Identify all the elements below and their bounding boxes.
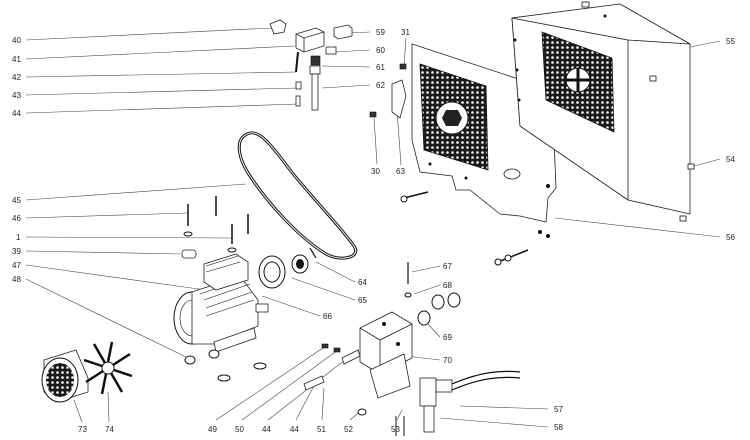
callout-63: 63 — [396, 167, 405, 176]
callout-40: 40 — [12, 36, 21, 45]
mounting-bracket — [359, 262, 461, 399]
callout-60: 60 — [376, 46, 385, 55]
fan-leaders — [73, 391, 110, 423]
pulley — [258, 247, 317, 289]
callout-53: 53 — [391, 425, 400, 434]
belt — [237, 131, 358, 260]
motor-fan — [41, 341, 133, 403]
callout-68: 68 — [443, 281, 452, 290]
callout-30: 30 — [371, 167, 380, 176]
air-fittings — [184, 343, 367, 416]
callout-labels: 40 41 42 43 44 59 60 61 62 31 30 63 55 5… — [12, 28, 735, 434]
callout-49: 49 — [208, 425, 217, 434]
callout-62: 62 — [376, 81, 385, 90]
callout-73: 73 — [78, 425, 87, 434]
electric-motor — [173, 253, 269, 353]
mounting-bolts — [181, 196, 249, 259]
callout-61: 61 — [376, 63, 385, 72]
callout-57: 57 — [554, 405, 563, 414]
callout-58: 58 — [554, 423, 563, 432]
callout-50: 50 — [235, 425, 244, 434]
callout-1: 1 — [16, 233, 21, 242]
callout-74: 74 — [105, 425, 114, 434]
callout-44-lower: 44 — [262, 425, 271, 434]
callout-48: 48 — [12, 275, 21, 284]
callout-39: 39 — [12, 247, 21, 256]
callout-44-lower-b: 44 — [290, 425, 299, 434]
callout-41: 41 — [12, 55, 21, 64]
callout-59: 59 — [376, 28, 385, 37]
callout-55: 55 — [726, 37, 735, 46]
pressure-switch-assembly — [269, 19, 353, 111]
callout-64: 64 — [358, 278, 367, 287]
callout-45: 45 — [12, 196, 21, 205]
callout-56: 56 — [726, 233, 735, 242]
filter-regulator — [395, 370, 521, 436]
callout-42: 42 — [12, 73, 21, 82]
callout-65: 65 — [358, 296, 367, 305]
callout-54: 54 — [726, 155, 735, 164]
callout-67: 67 — [443, 262, 452, 271]
callout-69: 69 — [443, 333, 452, 342]
callout-66: 66 — [323, 312, 332, 321]
fan-cover — [494, 1, 695, 266]
callout-51: 51 — [317, 425, 326, 434]
callout-44: 44 — [12, 109, 21, 118]
callout-31: 31 — [401, 28, 410, 37]
callout-70: 70 — [443, 356, 452, 365]
callout-52: 52 — [344, 425, 353, 434]
callout-47: 47 — [12, 261, 21, 270]
callout-46: 46 — [12, 214, 21, 223]
callout-43: 43 — [12, 91, 21, 100]
